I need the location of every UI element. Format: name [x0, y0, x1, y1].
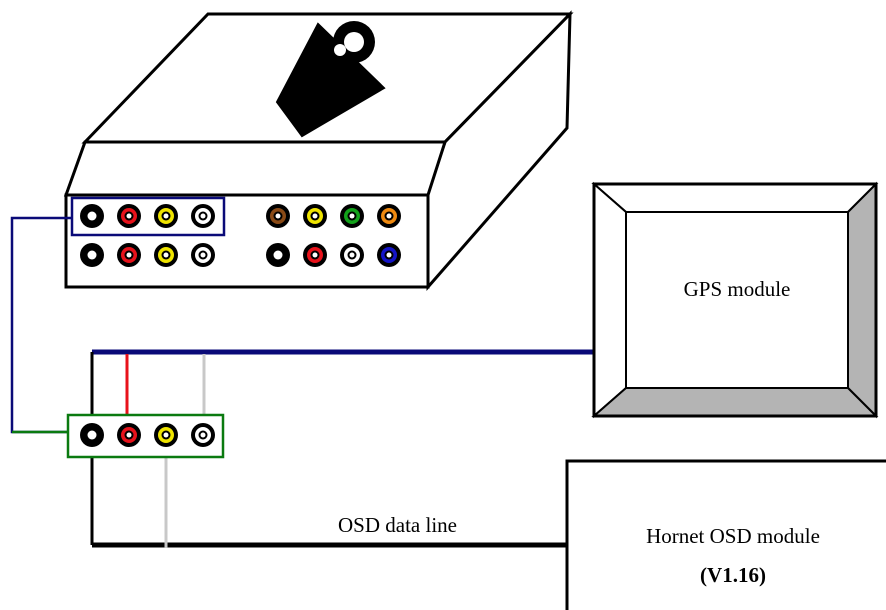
hornet-osd-module: Hornet OSD module (V1.16) — [565, 459, 886, 610]
rca-jack-yellow — [154, 204, 178, 228]
box-jacks — [80, 204, 401, 267]
rca-jack-red — [303, 243, 327, 267]
gps-bevel-top — [591, 183, 879, 213]
rca-jack-orange — [377, 204, 401, 228]
hornet-title-label: Hornet OSD module — [646, 524, 820, 548]
gps-bevel-left — [593, 181, 627, 419]
rca-jack-white — [191, 243, 215, 267]
osd-data-line-label: OSD data line — [338, 513, 457, 537]
rca-jack-green — [340, 204, 364, 228]
rca-jack-white — [340, 243, 364, 267]
rca-jack-red — [117, 243, 141, 267]
rca-jack-black — [80, 243, 104, 267]
hornet-version-label: (V1.16) — [700, 563, 766, 587]
rca-jack-black — [266, 243, 290, 267]
av-box-front — [64, 193, 430, 289]
gps-bevel-right — [847, 181, 877, 419]
rca-jack-red — [117, 423, 141, 447]
connector-jacks — [80, 423, 215, 447]
rca-jack-yellow — [154, 423, 178, 447]
rca-jack-blue — [377, 243, 401, 267]
osd-logo: OSD — [275, 21, 386, 138]
rca-jack-yellow — [303, 204, 327, 228]
cables — [10, 216, 595, 548]
video-in-cable — [10, 216, 72, 434]
rca-jack-white — [191, 204, 215, 228]
rca-jack-white — [191, 423, 215, 447]
av-box — [63, 10, 574, 291]
av-box-slope — [63, 140, 448, 197]
gps-module: GPS module — [591, 181, 879, 419]
gps-module-label: GPS module — [684, 277, 791, 301]
box-output-jack-frame — [70, 196, 226, 237]
gps-outline — [592, 182, 878, 418]
rca-jack-yellow — [154, 243, 178, 267]
rca-jack-brown — [266, 204, 290, 228]
rca-jack-red — [117, 204, 141, 228]
hornet-outline — [565, 459, 886, 610]
rca-jack-black — [80, 423, 104, 447]
gps-face — [625, 211, 849, 389]
rca-jack-black — [80, 204, 104, 228]
gps-bevel-bottom — [591, 387, 879, 417]
